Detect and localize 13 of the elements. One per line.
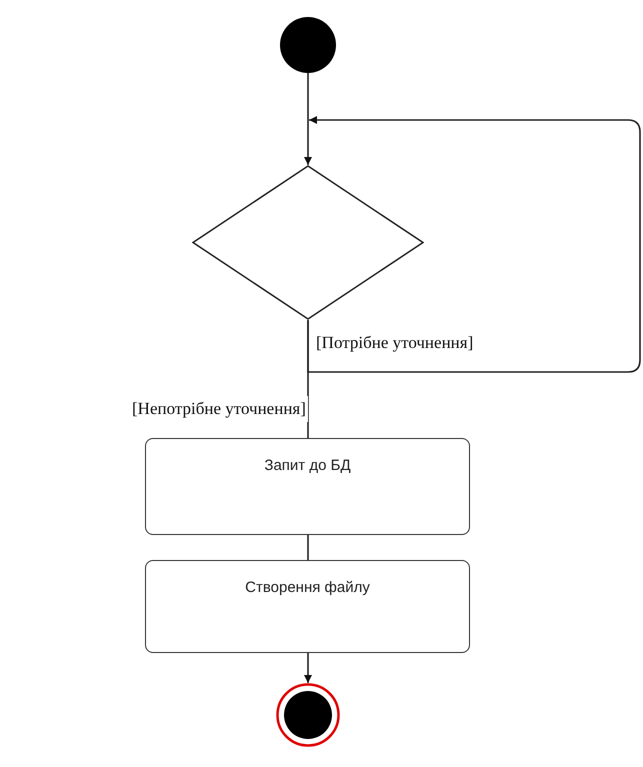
action-label: Запит до БД	[264, 456, 351, 476]
action-box	[145, 560, 470, 653]
action-box	[145, 438, 470, 535]
action-label: Створення файлу	[245, 578, 370, 598]
guard-label: [Непотрібне уточнення]	[130, 396, 308, 422]
connector-line	[307, 320, 309, 438]
initial-node	[280, 17, 336, 73]
loop-arrow	[307, 116, 641, 373]
decision-diamond	[192, 165, 424, 320]
final-node	[276, 683, 340, 747]
arrow	[304, 653, 312, 683]
arrow	[304, 73, 312, 165]
connector-line	[307, 535, 309, 560]
